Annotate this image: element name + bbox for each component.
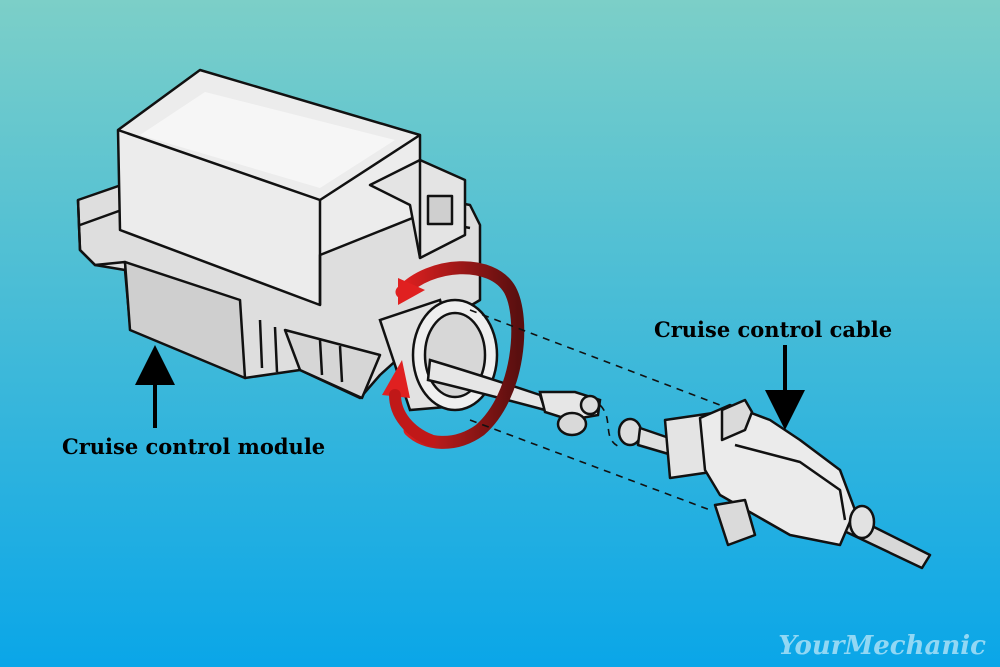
module-label: Cruise control module [62,434,326,459]
yourmechanic-logo: YourMechanic [778,631,986,661]
cruise-control-module [76,68,482,400]
alignment-lines [469,309,721,511]
rotation-arrow [382,261,525,449]
cruise-control-cable [617,398,932,570]
cable-label: Cruise control cable [654,317,893,342]
